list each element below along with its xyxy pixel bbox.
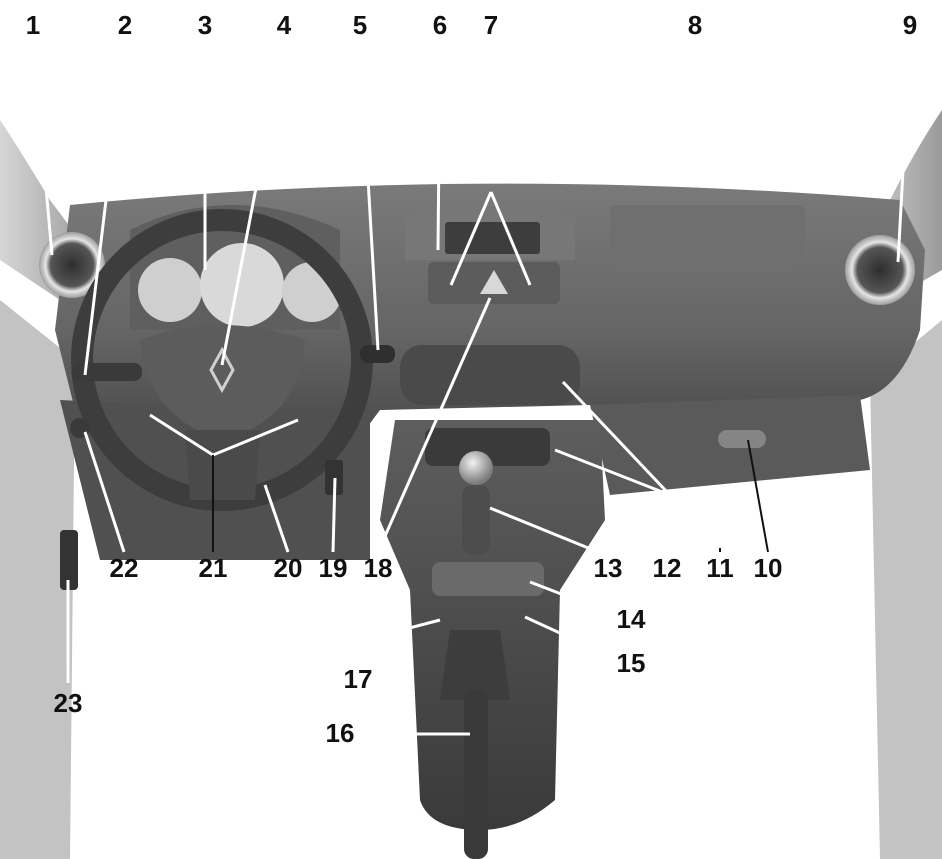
callout-4: 4 bbox=[276, 10, 292, 40]
handbrake-lever bbox=[464, 690, 488, 859]
centre-display bbox=[445, 222, 540, 254]
callout-2: 2 bbox=[117, 10, 133, 40]
callout-10: 10 bbox=[753, 553, 783, 583]
window-switch-panel bbox=[432, 562, 544, 596]
hvac-panel bbox=[400, 345, 580, 405]
leader-15 bbox=[524, 615, 622, 663]
leader-22 bbox=[83, 431, 126, 553]
callout-12: 12 bbox=[652, 553, 682, 583]
callout-14: 14 bbox=[616, 604, 646, 634]
leader-12b bbox=[554, 448, 671, 497]
leader-13 bbox=[489, 506, 609, 558]
leader-20 bbox=[263, 484, 290, 553]
bonnet-release bbox=[325, 460, 343, 495]
leader-lines bbox=[31, 41, 912, 736]
right-door-trim bbox=[870, 320, 942, 859]
leader-12a bbox=[665, 494, 672, 549]
leader-7a bbox=[449, 191, 493, 286]
speedometer bbox=[200, 243, 284, 327]
leader-7b bbox=[489, 191, 532, 286]
gear-lever-boot bbox=[462, 485, 490, 555]
callout-19: 19 bbox=[318, 553, 348, 583]
leader-17b bbox=[374, 618, 441, 639]
callout-16: 16 bbox=[325, 718, 355, 748]
left-stalk bbox=[72, 363, 142, 381]
leader-9 bbox=[896, 41, 912, 263]
steering-wheel-hub bbox=[140, 325, 305, 440]
leader-4 bbox=[220, 41, 286, 366]
leader-10 bbox=[747, 439, 769, 553]
leader-6 bbox=[436, 41, 442, 251]
callout-17: 17 bbox=[343, 664, 373, 694]
gear-knob bbox=[459, 451, 493, 485]
callout-23: 23 bbox=[53, 688, 83, 718]
passenger-airbag-panel bbox=[610, 205, 805, 270]
leader-18 bbox=[376, 297, 492, 553]
callout-20: 20 bbox=[273, 553, 303, 583]
callout-8: 8 bbox=[687, 10, 703, 40]
centre-console bbox=[380, 420, 605, 830]
handbrake-boot bbox=[440, 630, 510, 700]
leader-17a bbox=[366, 636, 377, 666]
callout-11: 11 bbox=[706, 553, 734, 583]
callout-5: 5 bbox=[352, 10, 368, 40]
callout-21: 21 bbox=[198, 553, 228, 583]
callout-18: 18 bbox=[363, 553, 393, 583]
leader-lines-outside bbox=[212, 439, 769, 553]
glovebox-handle bbox=[718, 430, 766, 448]
right-stalk bbox=[360, 345, 395, 363]
right-air-vent bbox=[845, 235, 915, 305]
callout-22: 22 bbox=[109, 553, 139, 583]
callout-9: 9 bbox=[902, 10, 918, 40]
callout-13: 13 bbox=[593, 553, 623, 583]
brand-logo bbox=[209, 346, 235, 394]
door-switch bbox=[60, 530, 78, 590]
radio-panel bbox=[425, 428, 550, 466]
left-air-vent bbox=[39, 232, 105, 298]
leader-21a bbox=[149, 413, 214, 457]
leader-14 bbox=[529, 580, 622, 619]
leader-11 bbox=[561, 380, 722, 550]
callout-15: 15 bbox=[616, 648, 646, 678]
callout-6: 6 bbox=[432, 10, 448, 40]
left-door-trim bbox=[0, 300, 75, 859]
callout-7: 7 bbox=[483, 10, 499, 40]
callout-1: 1 bbox=[25, 10, 41, 40]
hazard-triangle bbox=[480, 270, 508, 294]
leader-19 bbox=[331, 477, 337, 553]
tachometer bbox=[138, 258, 202, 322]
leader-1 bbox=[31, 41, 54, 256]
callout-3: 3 bbox=[197, 10, 213, 40]
leader-5 bbox=[358, 41, 380, 351]
leader-21b bbox=[212, 418, 299, 457]
leader-2 bbox=[83, 41, 127, 376]
